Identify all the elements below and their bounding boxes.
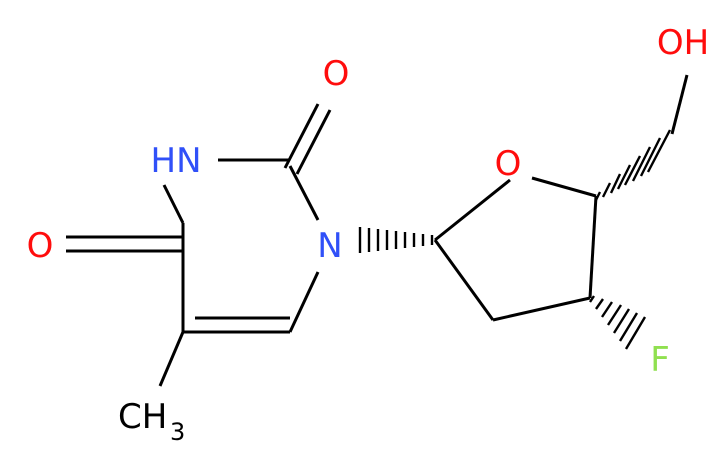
bond-c2-o-double-b [295, 109, 332, 175]
hash-c1p-n1 [358, 227, 434, 253]
fluorine-label: F [650, 340, 670, 380]
atom-labels: O HN O N CH 3 O OH F [27, 23, 710, 446]
bond-c1p-o4p [434, 178, 511, 242]
bond-c1p-c2p [433, 239, 495, 321]
methyl-label: CH [118, 397, 167, 437]
oxygen-ring: O [495, 144, 522, 184]
bond-c6-n1 [288, 271, 320, 333]
hash-c3p-f [589, 295, 647, 350]
bond-c2-o-double-a [283, 103, 320, 169]
nitrogen-nh: HN [151, 141, 202, 181]
bonds [66, 74, 689, 387]
nitrogen-n1: N [317, 226, 342, 266]
oxygen-carbonyl-left: O [27, 226, 54, 266]
hash-c4p-c5p [594, 129, 672, 201]
bond-o4p-c4p [531, 176, 597, 198]
hydroxyl-label: OH [657, 23, 709, 63]
hashed-bonds [358, 129, 672, 350]
bond-c5-ch3 [158, 331, 185, 387]
bond-n1-c2 [288, 165, 320, 221]
oxygen-carbonyl-top: O [323, 54, 350, 94]
bond-c3p-c4p [588, 195, 598, 299]
methyl-subscript: 3 [170, 418, 185, 446]
bond-c2p-c3p [492, 296, 591, 322]
bond-c5p-oh [670, 74, 689, 135]
bond-n3-c4 [162, 184, 185, 224]
